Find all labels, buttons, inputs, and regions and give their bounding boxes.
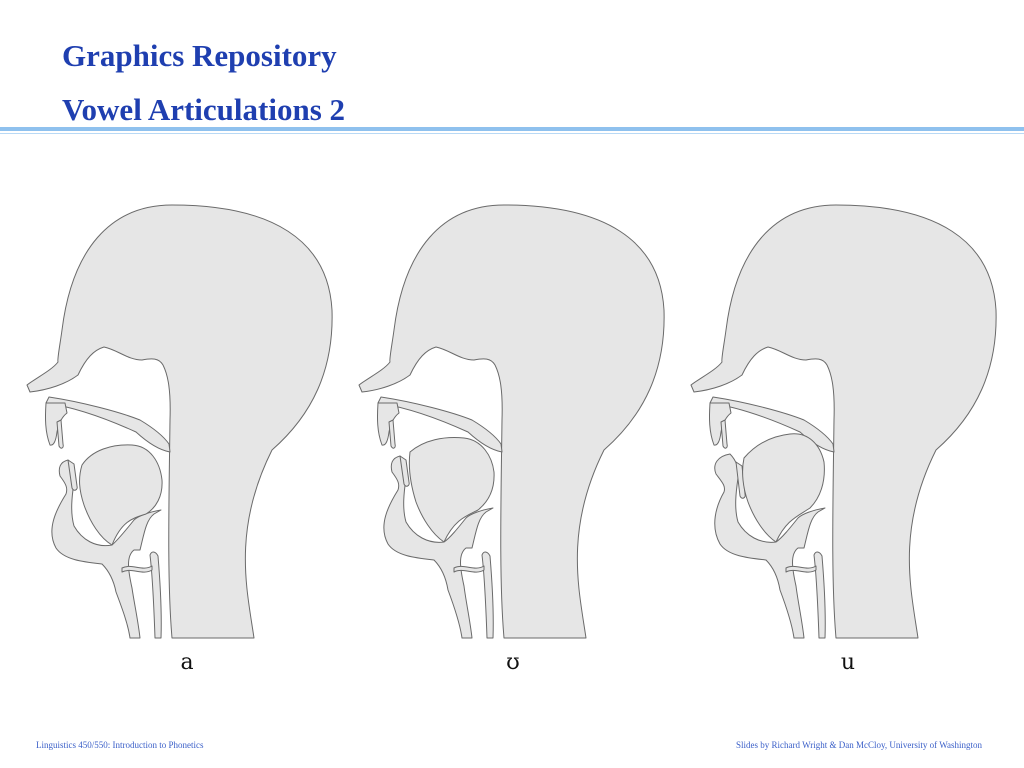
vocal-tract-diagram-u (686, 200, 1006, 645)
upper-lip (45, 402, 68, 446)
title-rule-thin (0, 133, 1024, 134)
upper-teeth (720, 419, 728, 449)
lower-teeth (399, 455, 410, 487)
vowel-label-a: a (180, 650, 194, 675)
epiglottis (149, 551, 162, 639)
slide-subtitle: Vowel Articulations 2 (62, 92, 346, 127)
tongue (79, 444, 163, 546)
head-outline (690, 204, 997, 639)
epiglottis (813, 551, 826, 639)
upper-teeth (56, 419, 64, 449)
tongue (742, 433, 825, 543)
head-outline (26, 204, 333, 639)
jaw (714, 453, 826, 639)
vocal-folds (453, 565, 485, 573)
vocal-tract-diagram-upsilon (354, 200, 674, 645)
tongue (408, 437, 495, 543)
lower-teeth (67, 459, 78, 491)
vowel-label-upsilon: ʊ (506, 650, 520, 675)
head-outline (358, 204, 665, 639)
jaw (383, 455, 494, 639)
vocal-tract-diagram-a (22, 200, 342, 645)
epiglottis (481, 551, 494, 639)
slide-title: Graphics Repository (62, 38, 337, 73)
jaw (51, 459, 162, 639)
upper-teeth (388, 419, 396, 449)
footer-credit: Slides by Richard Wright & Dan McCloy, U… (736, 740, 982, 750)
vocal-folds (121, 565, 153, 573)
vocal-folds (785, 565, 817, 573)
vowel-label-u: u (840, 650, 856, 675)
title-rule (0, 127, 1024, 131)
footer-course: Linguistics 450/550: Introduction to Pho… (36, 740, 204, 750)
upper-lip (709, 402, 732, 446)
upper-lip (377, 402, 400, 446)
